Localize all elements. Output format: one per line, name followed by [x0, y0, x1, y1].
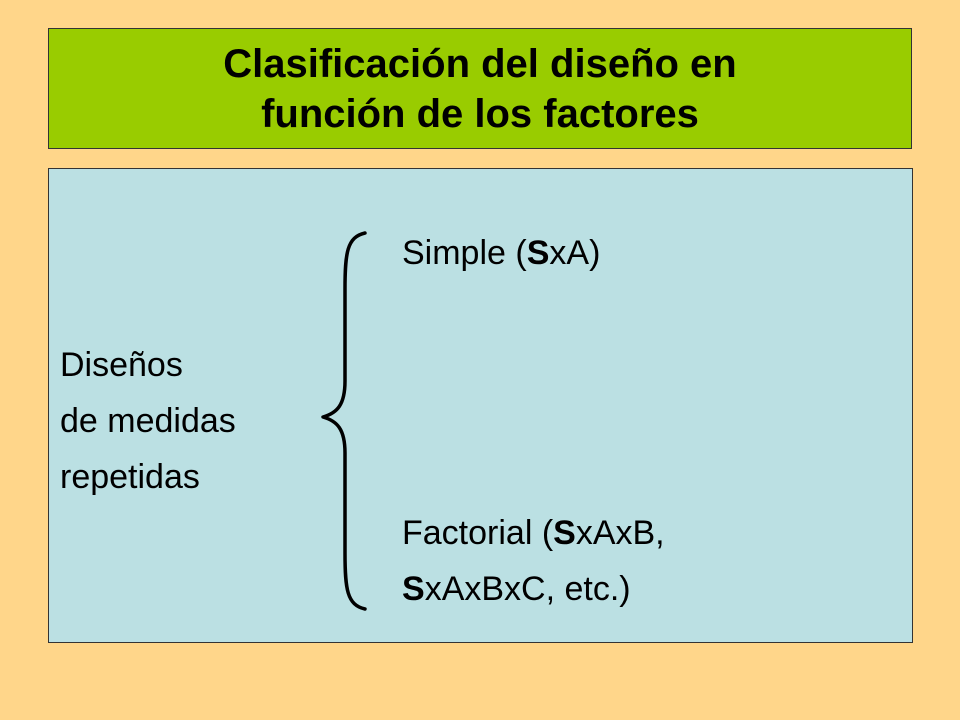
slide-title-line-1: Clasificación del diseño en: [223, 41, 737, 86]
option-simple-bold: S: [526, 234, 550, 272]
slide-title-line-2: función de los factores: [261, 91, 699, 136]
curly-brace-icon: [321, 231, 367, 611]
option-simple: Simple (SxA): [402, 233, 600, 273]
slide-content-box: Simple (SxA) Diseños de medidas repetida…: [48, 168, 913, 643]
left-label-line-1: Diseños: [60, 346, 183, 384]
option-factorial-prefix: Factorial (: [402, 514, 554, 552]
option-simple-suffix: xA): [549, 234, 601, 272]
option-factorial-line-1: Factorial (SxAxB,: [402, 513, 665, 553]
option-factorial-bold-2: S: [402, 570, 425, 608]
option-factorial-suffix-2: xAxBxC, etc.): [424, 570, 631, 608]
option-factorial-bold-1: S: [553, 514, 576, 552]
left-label-line-3: repetidas: [60, 458, 200, 496]
option-factorial-suffix-1: xAxB,: [575, 514, 665, 552]
option-simple-prefix: Simple (: [402, 234, 527, 272]
slide-title-box: Clasificación del diseño en función de l…: [48, 28, 912, 149]
option-factorial-line-2: SxAxBxC, etc.): [402, 569, 631, 609]
left-label-line-2: de medidas: [60, 402, 236, 440]
